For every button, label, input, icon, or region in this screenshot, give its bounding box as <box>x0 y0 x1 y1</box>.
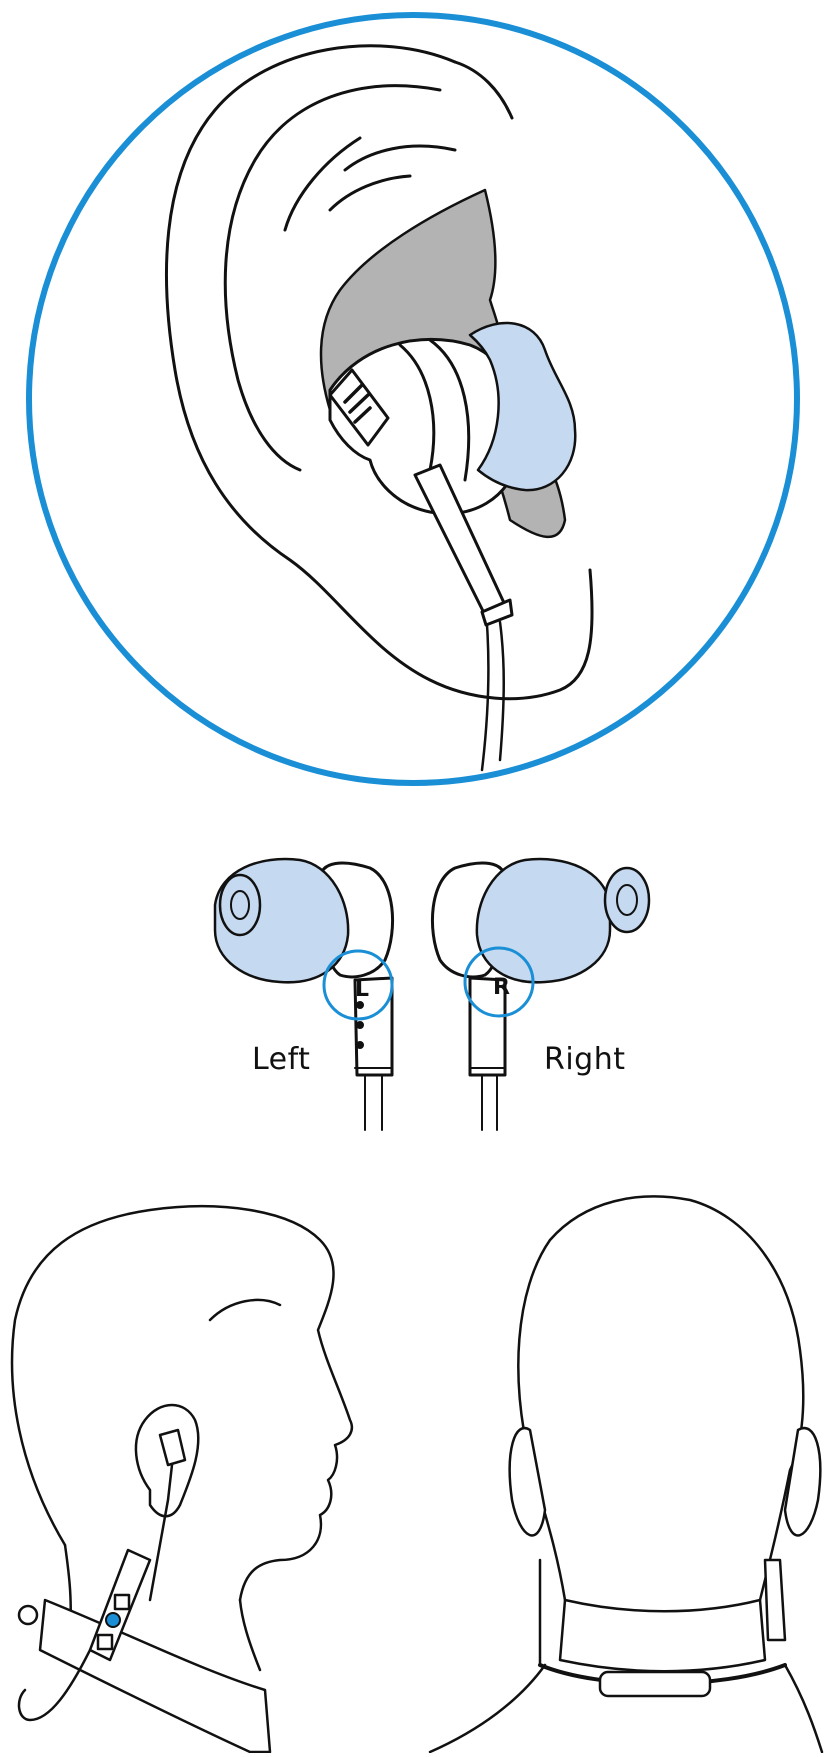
closeup-frame <box>26 12 800 786</box>
ear-closeup-figure <box>26 12 800 786</box>
right-marker: R <box>493 975 510 1000</box>
back-ear-left <box>508 1427 547 1537</box>
head-back-outline <box>517 1195 805 1602</box>
right-earbud: R <box>430 857 651 1131</box>
ear-inner-rim <box>223 84 442 472</box>
left-label: Left <box>252 1042 311 1077</box>
right-marker-highlight: R <box>463 946 535 1018</box>
cable <box>498 620 505 762</box>
back-remote <box>763 1558 787 1642</box>
ear-outline <box>164 44 594 701</box>
earbud-pair-figure: L R <box>213 857 651 1131</box>
eartip <box>468 321 577 492</box>
left-marker: L <box>355 977 369 1002</box>
back-view-figure <box>428 1195 824 1754</box>
left-marker-highlight: L <box>322 949 394 1021</box>
back-neckband-module <box>598 1670 712 1698</box>
side-view-figure <box>10 1205 354 1754</box>
left-earbud: L <box>213 857 395 1131</box>
head-side-outline <box>10 1205 354 1602</box>
back-ear-right <box>783 1427 822 1537</box>
back-collar <box>558 1598 767 1673</box>
logo-plate <box>328 368 390 447</box>
right-label: Right <box>544 1042 626 1077</box>
collar <box>38 1598 272 1754</box>
